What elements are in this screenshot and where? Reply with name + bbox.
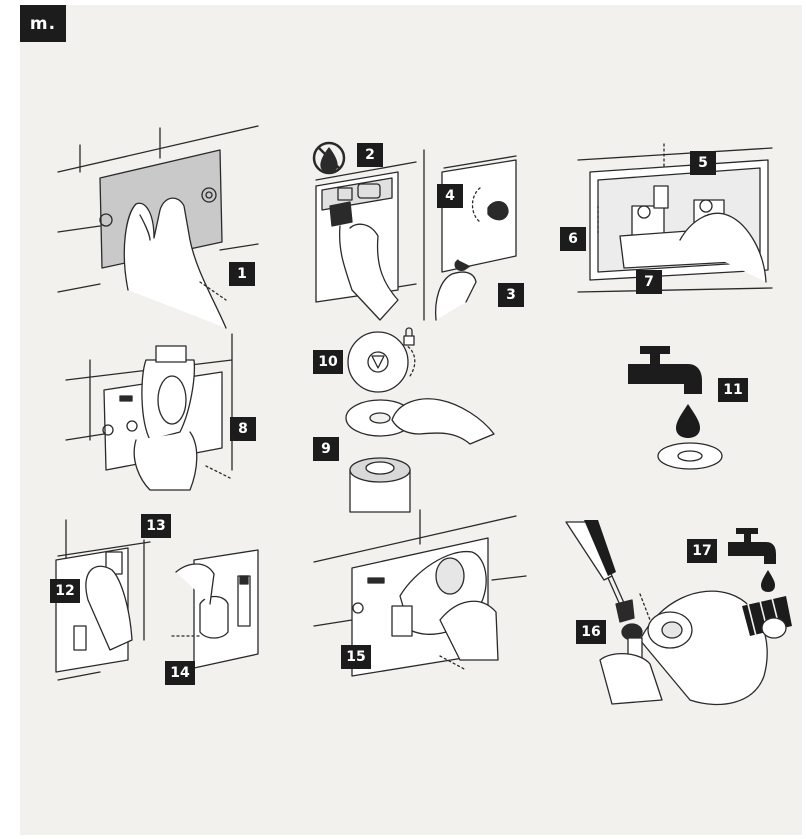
step-badge-2: 2 — [357, 143, 383, 167]
illustration-close-valve — [314, 143, 516, 320]
step-badge-17: 17 — [687, 539, 717, 563]
step-badge-4: 4 — [437, 184, 463, 208]
step-badge-13: 13 — [141, 514, 171, 538]
step-badge-16: 16 — [576, 620, 606, 644]
water-drop-icon — [676, 404, 700, 438]
no-water-icon — [314, 143, 344, 173]
illustration-remove-flush-valve — [66, 334, 232, 490]
step-badge-11: 11 — [718, 378, 748, 402]
water-tap-icon — [728, 528, 776, 564]
illustration-rinse-seal — [628, 346, 722, 469]
step-badge-10: 10 — [313, 350, 343, 374]
step-badge-8: 8 — [230, 417, 256, 441]
step-badge-15: 15 — [341, 645, 371, 669]
step-badge-14: 14 — [165, 661, 195, 685]
step-badge-7: 7 — [636, 270, 662, 294]
step-badge-9: 9 — [313, 437, 339, 461]
step-badge-12: 12 — [50, 579, 80, 603]
water-drop-icon — [761, 570, 775, 592]
illustration-lift-flush-unit — [578, 144, 772, 292]
water-tap-icon — [628, 346, 702, 394]
step-badge-1: 1 — [229, 262, 255, 286]
step-badge-6: 6 — [560, 227, 586, 251]
step-badge-5: 5 — [690, 151, 716, 175]
cleaning-brush-icon — [566, 520, 634, 622]
illustration-inlet-valve — [56, 520, 258, 680]
padlock-icon — [404, 328, 414, 345]
illustration-clean-filter — [566, 520, 792, 705]
illustration-replace-seal — [346, 328, 494, 512]
step-badge-3: 3 — [498, 283, 524, 307]
illustration-remove-cover-plate — [58, 126, 258, 328]
